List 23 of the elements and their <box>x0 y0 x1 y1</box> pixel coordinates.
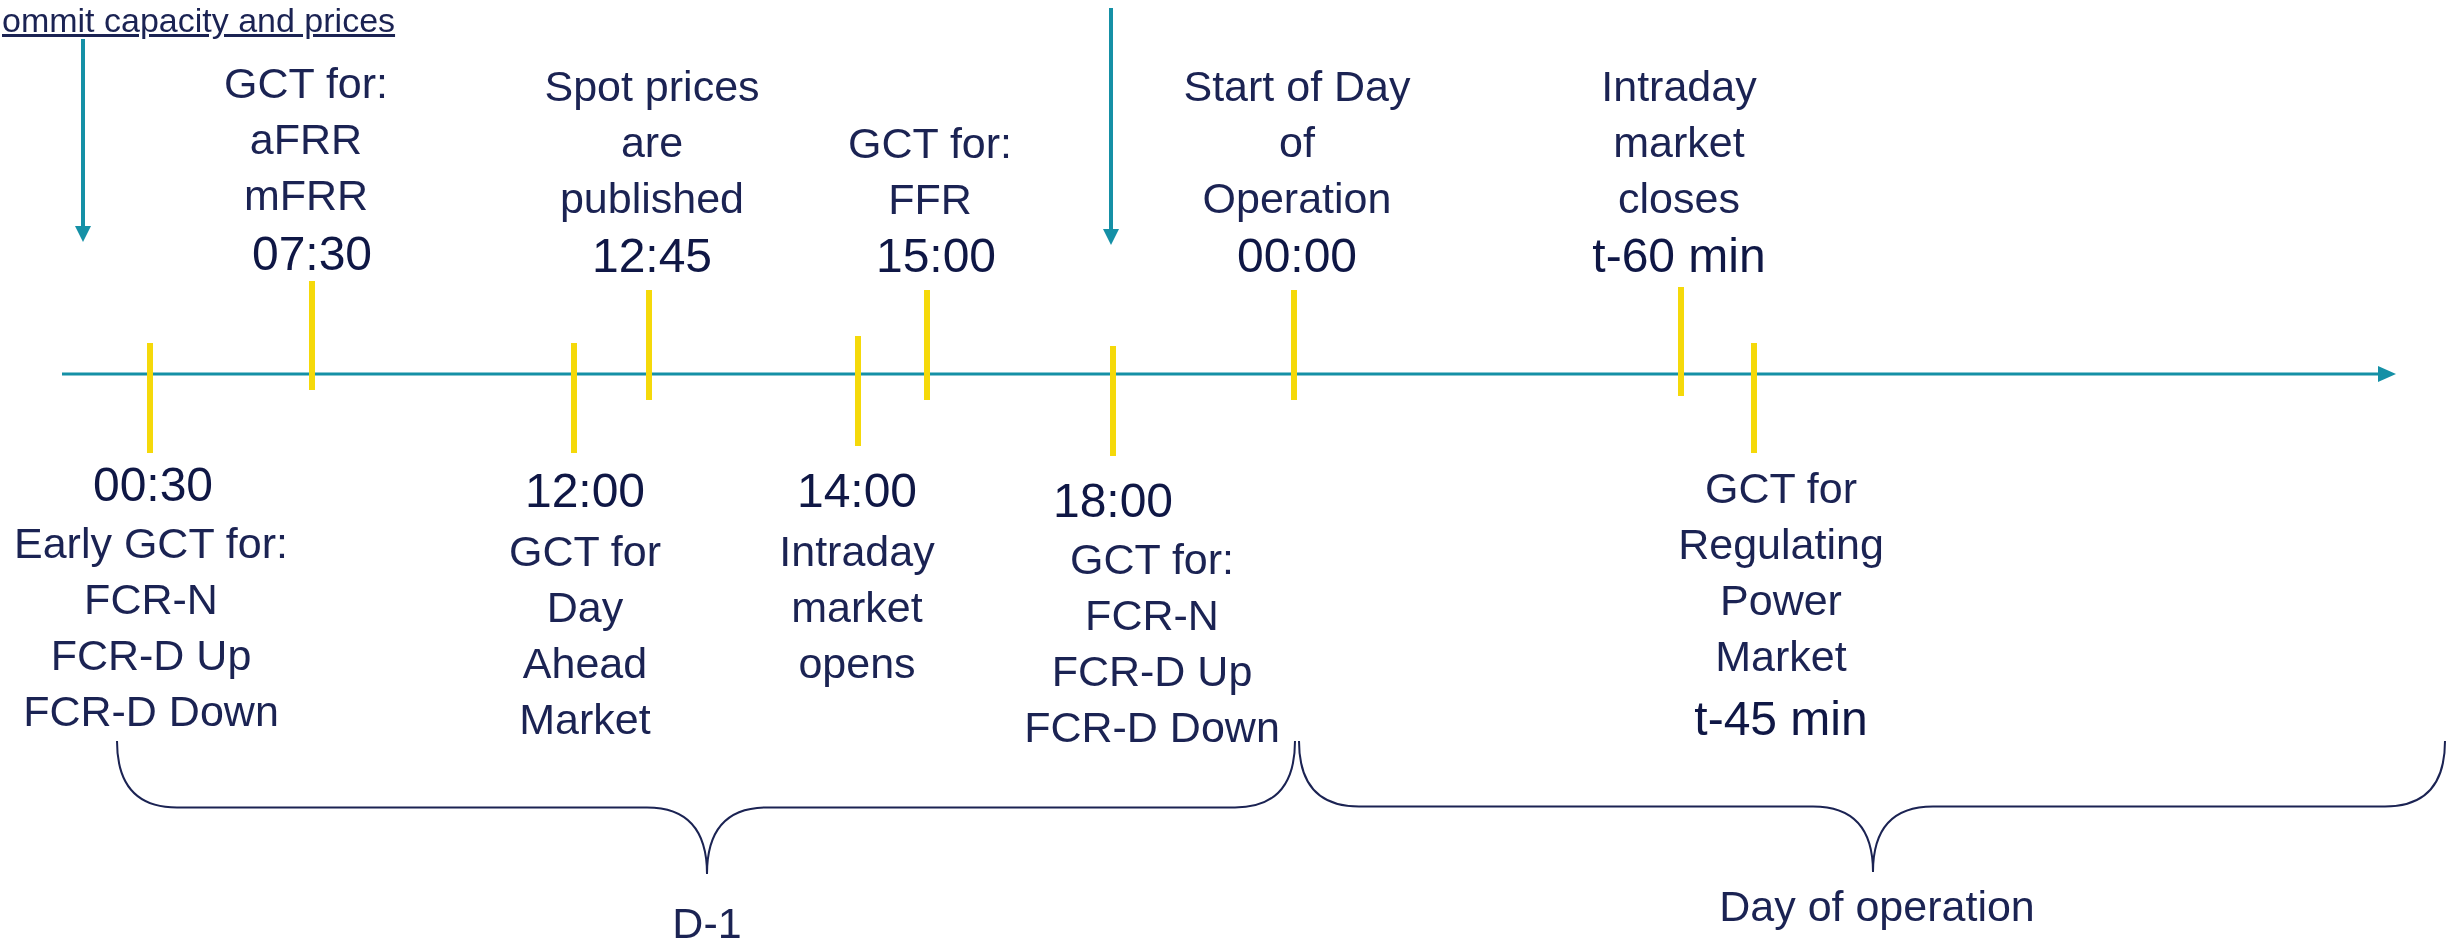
time-label: 12:00 <box>524 463 646 519</box>
time-label: 14:00 <box>796 463 918 519</box>
note-text: ommit capacity and prices <box>2 0 396 40</box>
time-label: 00:00 <box>1236 228 1358 284</box>
event-label: GCT for Regulating Power Market <box>1678 463 1884 682</box>
time-label: 15:00 <box>875 228 997 284</box>
event-label: Spot prices are published <box>544 61 760 224</box>
time-label: 12:45 <box>591 228 713 284</box>
event-label: Intraday market opens <box>779 526 935 689</box>
period-label: D-1 <box>672 898 742 942</box>
period-label: Day of operation <box>1719 881 2035 932</box>
time-label: 18:00 <box>1052 473 1174 529</box>
event-label: GCT for: FCR-N FCR-D Up FCR-D Down <box>1024 534 1280 753</box>
event-label: GCT for: aFRR mFRR <box>223 58 389 221</box>
time-label: t-60 min <box>1592 228 1766 284</box>
event-label: Intraday market closes <box>1601 61 1757 224</box>
event-label: GCT for Day Ahead Market <box>508 526 662 745</box>
event-label: GCT for: FFR <box>847 118 1013 225</box>
event-label: Start of Day of Operation <box>1183 61 1411 224</box>
time-label: 00:30 <box>92 457 214 513</box>
event-label: Early GCT for: FCR-N FCR-D Up FCR-D Down <box>14 518 288 737</box>
time-label: t-45 min <box>1694 691 1868 747</box>
time-label: 07:30 <box>251 226 373 282</box>
